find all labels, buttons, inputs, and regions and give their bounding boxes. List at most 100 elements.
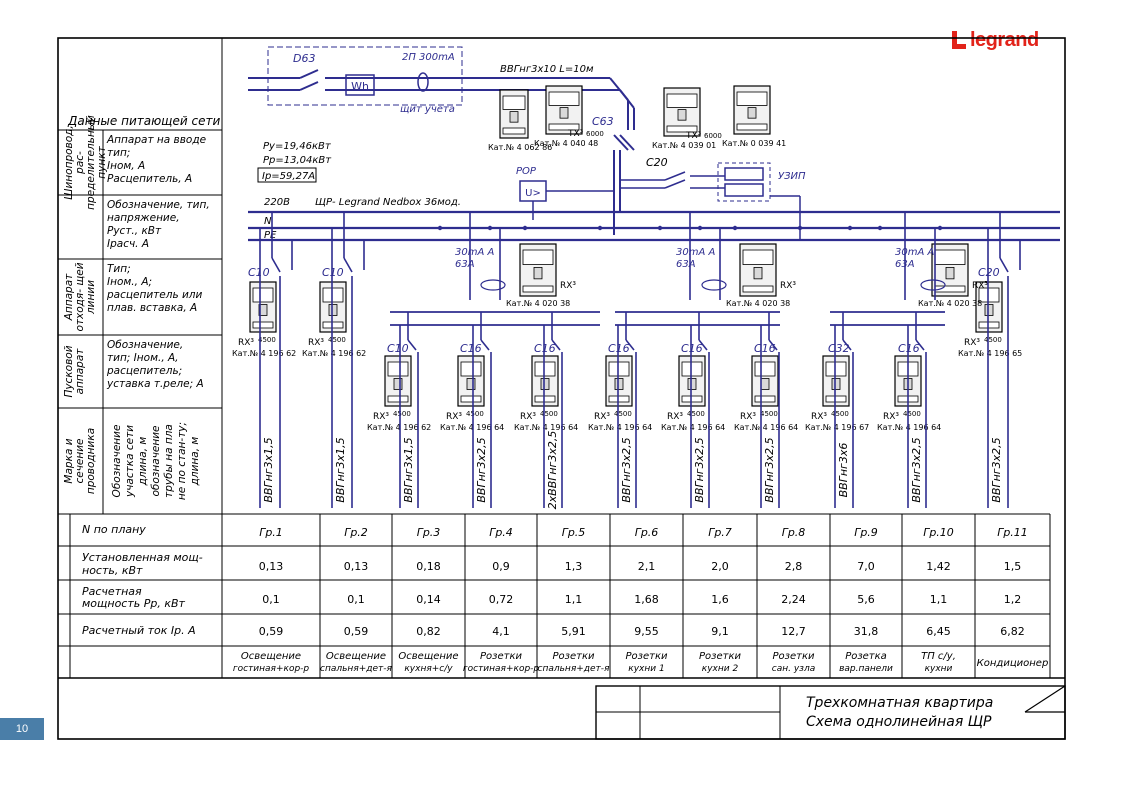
calc-current: 4,1 [492, 625, 510, 638]
row-title: сечение [74, 438, 86, 483]
supply-line [619, 89, 635, 109]
power-calc: Рр=13,04кВт [263, 155, 332, 166]
row-label-line: Iном., А; [107, 276, 152, 288]
top-product-cat: Кат.№ 4 039 01 [652, 141, 716, 150]
row-title: Шинопровод, [63, 125, 75, 200]
left-row-labels: Данные питающей сетиШинопровод,рас-преде… [63, 114, 220, 500]
cable-label: ВВГнг3х2,5 [763, 437, 776, 502]
breaker-cat: Кат.№ 4 196 64 [440, 423, 504, 432]
breaker-image-cap [681, 361, 703, 377]
rcbo-core-symbol [920, 279, 946, 291]
breaker-image-terminal [608, 395, 630, 403]
group-number: Гр.4 [489, 526, 513, 539]
breaker-image-terminal [825, 395, 847, 403]
rcbo-image-toggle [533, 266, 543, 280]
breaker-image-toggle [540, 378, 550, 390]
bus-node [797, 225, 803, 231]
main-switch-label: C63 [592, 115, 614, 128]
rcbo-label-2: 63А [676, 259, 696, 270]
row-label-line: Аппарат на вводе [106, 134, 206, 146]
calc-current: 9,55 [634, 625, 659, 638]
breaker-cat: Кат.№ 4 196 64 [588, 423, 652, 432]
breaker-contact [551, 339, 561, 351]
calc-power: 2,24 [781, 593, 806, 606]
top-product-cat: Кат.№ 0 039 41 [722, 139, 786, 148]
calc-current: 5,91 [561, 625, 586, 638]
bus-n-label: N [264, 216, 272, 227]
input-breaker-label: D63 [293, 52, 315, 65]
bus-node [657, 225, 663, 231]
spd-box [724, 183, 764, 197]
group-purpose: кухни [925, 664, 953, 674]
row-label-line: не по стан-ту; [176, 422, 188, 500]
breaker-name: RX³ [308, 338, 324, 348]
installed-power: 1,5 [1004, 560, 1022, 573]
breaker-cat: Кат.№ 4 196 64 [877, 423, 941, 432]
breaker-icu: 4500 [984, 336, 1002, 344]
drawing-title-1: Трехкомнатная квартира [806, 695, 993, 711]
calc-power: 5,6 [857, 593, 875, 606]
installed-power: 0,13 [259, 560, 284, 573]
spd-contact [664, 171, 686, 181]
bus-node [697, 225, 703, 231]
rcbo-cat: Кат.№ 4 020 38 [506, 299, 570, 308]
row-title: пределительный [85, 115, 97, 210]
group-purpose: кухни 1 [628, 664, 664, 674]
bus-node [437, 225, 443, 231]
breaker-rating: C16 [608, 342, 630, 355]
breaker-cat: Кат.№ 4 196 62 [302, 349, 366, 358]
rcbo-image-cap [522, 249, 554, 265]
row-label: мощность Рр, кВт [82, 597, 186, 610]
breaker-contact [842, 339, 852, 351]
row-label-line: тип; [107, 147, 130, 159]
row-label-line: тип; Iном., А, [107, 352, 179, 364]
rcbo-image-terminal [742, 285, 774, 293]
group-purpose: Розетки [626, 651, 668, 662]
top-product-cat: Кат.№ 4 040 48 [534, 139, 598, 148]
cable-label: ВВГнг3х2,5 [620, 437, 633, 502]
installed-power: 1,42 [926, 560, 951, 573]
breaker-name: RX³ [520, 412, 536, 422]
row-label-line: расцепитель или [106, 289, 203, 301]
breaker-rating: C10 [248, 266, 270, 279]
bus-node [937, 225, 943, 231]
current-calc: Iр=59,27А [262, 171, 315, 182]
cable-label: ВВГнг3х2,5 [475, 437, 488, 502]
group-purpose: Розетки [553, 651, 595, 662]
breaker-icu: 4500 [687, 410, 705, 418]
bus-pe-label: PE [264, 230, 277, 241]
top-product-image-cap [548, 91, 580, 106]
breaker-image-toggle [393, 378, 403, 390]
calc-power: 1,1 [565, 593, 583, 606]
group-purpose: ТП с/у, [921, 651, 956, 662]
breaker-image-terminal [754, 395, 776, 403]
row-title: рас- [74, 151, 86, 175]
rcbo-cat: Кат.№ 4 020 38 [726, 299, 790, 308]
breaker-icu: 4500 [258, 336, 276, 344]
main-switch-contact [619, 134, 635, 151]
rcbo-label: 30mA A [676, 247, 715, 258]
breaker-image-toggle [614, 378, 624, 390]
breaker-cat: Кат.№ 4 196 64 [734, 423, 798, 432]
row-label-line: плав. вставка, А [107, 302, 197, 314]
input-breaker-contact [299, 81, 319, 91]
rcbo-core-symbol [701, 279, 727, 291]
row-label-line: обозначение [150, 425, 162, 496]
bus-node [487, 225, 493, 231]
top-product-rating: 6000 [586, 130, 604, 138]
top-product-image-toggle [509, 111, 519, 123]
breaker-icu: 4500 [831, 410, 849, 418]
row-label-line: Iном, А [107, 160, 145, 172]
breaker-icu: 4500 [466, 410, 484, 418]
row-title: линии [85, 280, 97, 315]
installed-power: 2,1 [638, 560, 656, 573]
group-purpose: Кондиционер [977, 658, 1049, 669]
cable-label: ВВГнг3х6 [837, 443, 850, 498]
breaker-contact [407, 339, 417, 351]
group-purpose: Розетки [773, 651, 815, 662]
cable-label: ВВГнг3х2,5 [910, 437, 923, 502]
rcbo-image-toggle [945, 266, 955, 280]
top-product-image-toggle [747, 107, 757, 119]
calc-current: 6,82 [1000, 625, 1025, 638]
